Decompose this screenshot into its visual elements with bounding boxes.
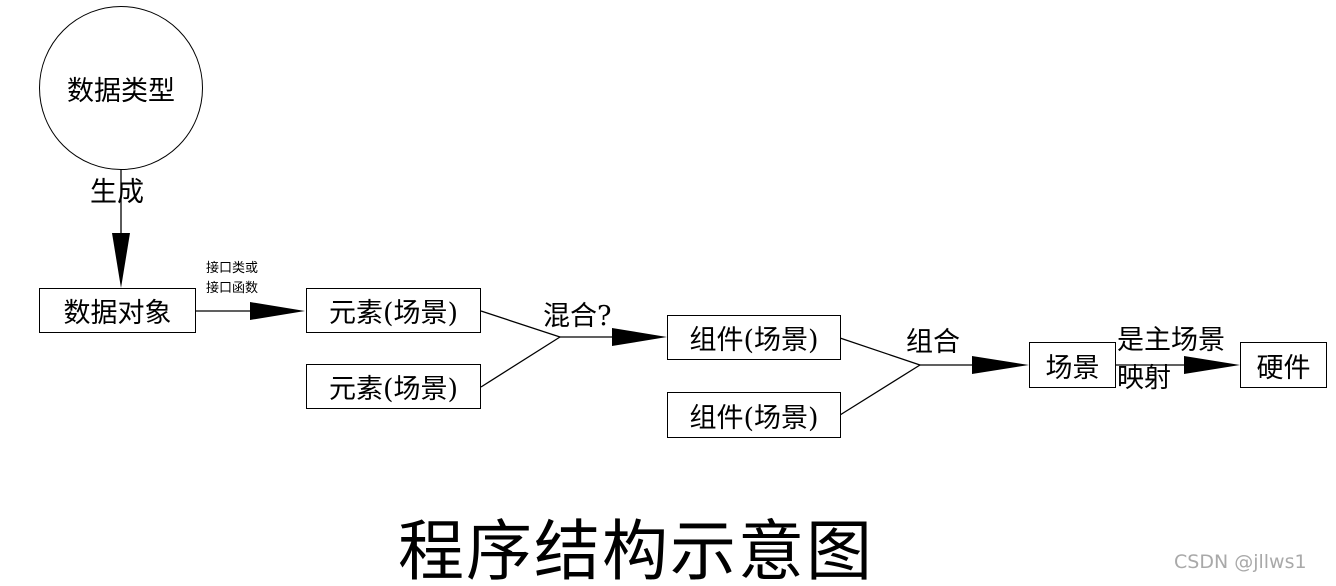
node-data-object: 数据对象 [39,288,196,333]
edge-map-arrowhead [1184,356,1240,374]
node-data-type: 数据类型 [39,6,203,170]
node-element-2-label: 元素(场景) [328,374,459,405]
node-element-1: 元素(场景) [306,288,481,333]
node-element-2: 元素(场景) [306,364,481,409]
node-component-2-label: 组件(场景) [689,402,819,434]
edge-combine-branch-top [839,337,921,366]
node-component-1-label: 组件(场景) [689,325,819,356]
edge-mix-arrowhead [612,328,667,346]
edge-generate-label: 生成 [90,177,144,208]
node-hardware: 硬件 [1240,342,1327,388]
edge-mix-label: 混合? [543,301,612,332]
edge-map-label-line2: 映射 [1117,363,1171,394]
node-data-type-label: 数据类型 [67,75,175,107]
edge-interface-arrowhead [250,302,305,320]
edge-combine-label: 组合 [906,327,960,358]
edge-mix-branch-top [480,310,561,338]
edge-combine-arrowhead [972,356,1029,374]
csdn-watermark: CSDN @jllws1 [1174,551,1307,573]
node-data-object-label: 数据对象 [63,298,172,329]
diagram-title: 程序结构示意图 [398,513,874,586]
edge-mix-branch-bottom [480,336,561,388]
edge-combine-branch-bottom [839,364,921,416]
node-scene-label: 场景 [1045,352,1100,384]
node-component-2: 组件(场景) [667,392,841,438]
node-element-1-label: 元素(场景) [328,298,459,329]
edge-interface-label-line2: 接口函数 [206,281,259,296]
node-scene: 场景 [1029,342,1116,388]
node-hardware-label: 硬件 [1256,352,1311,384]
edge-interface-label-line1: 接口类或 [206,261,259,276]
edge-generate-arrowhead [112,233,130,288]
edge-map-label-line1: 是主场景 [1117,325,1225,356]
node-component-1: 组件(场景) [667,315,841,360]
